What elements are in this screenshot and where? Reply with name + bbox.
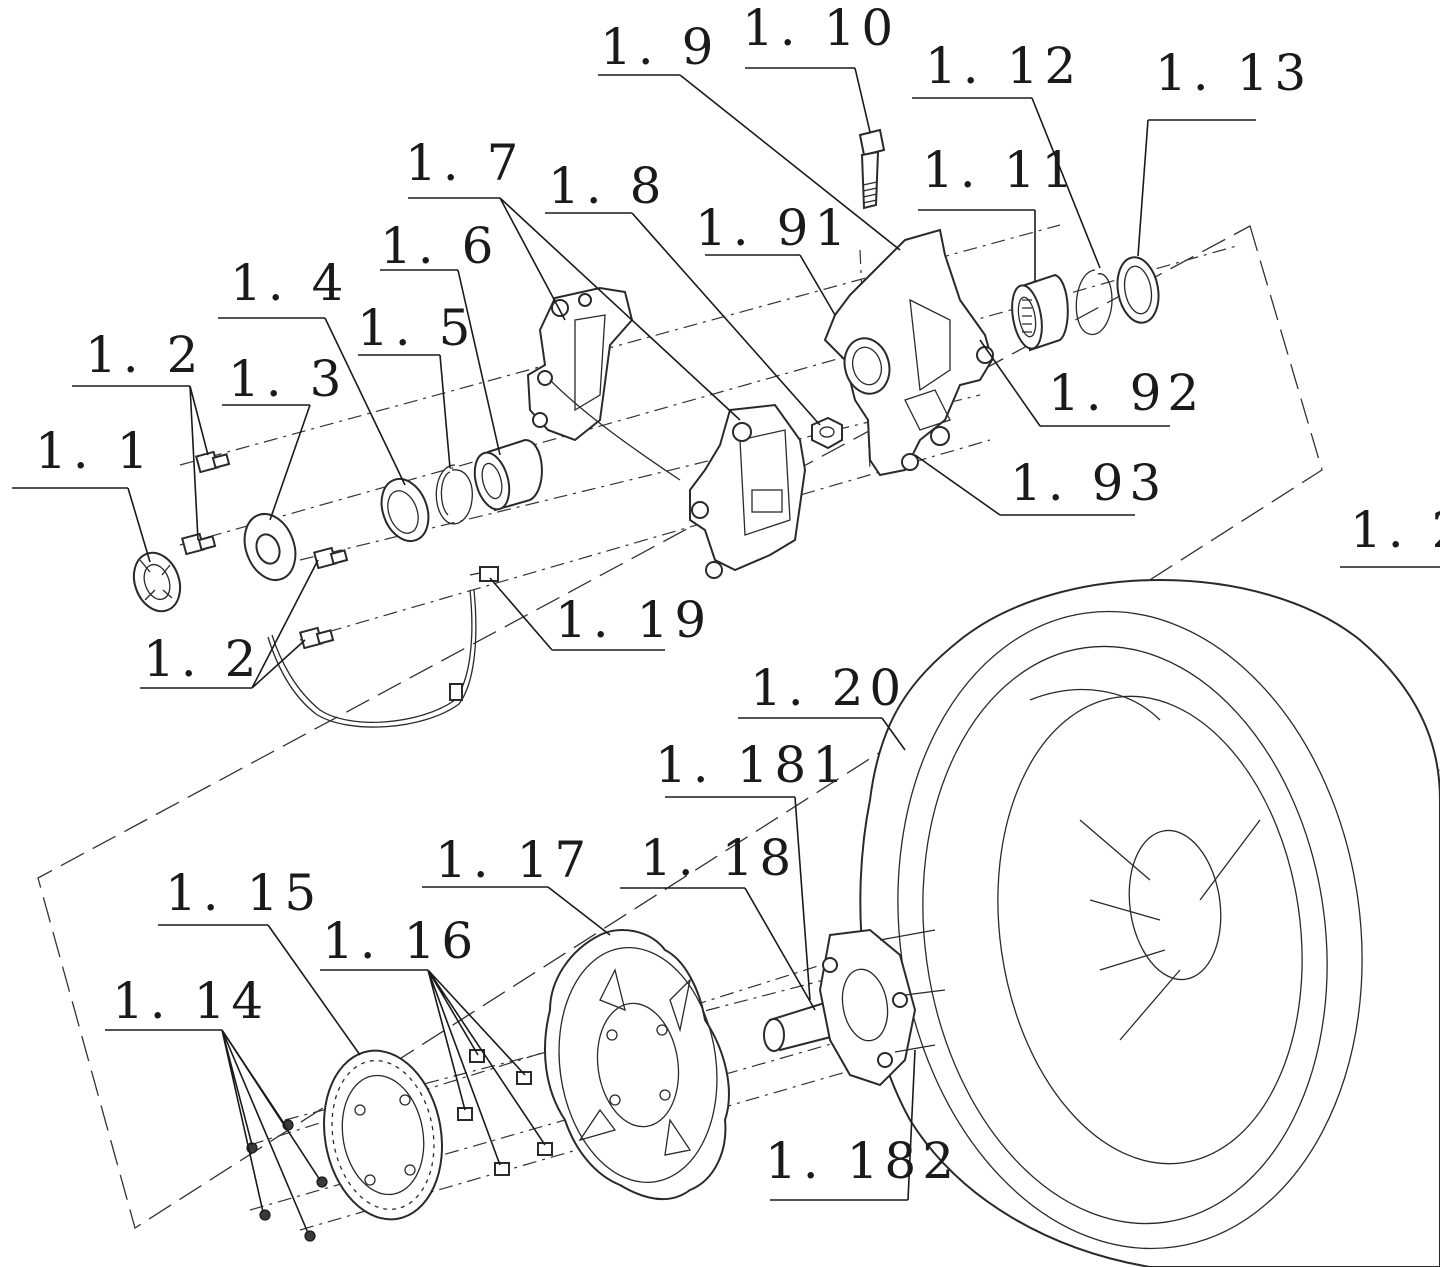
brake-disc xyxy=(544,929,730,1201)
seal-ring xyxy=(1116,256,1160,324)
leader-lines xyxy=(12,67,1440,1234)
label-1-17: 1. 17 xyxy=(435,831,592,889)
brake-caliper xyxy=(689,403,807,579)
lock-nut xyxy=(132,551,182,613)
label-1-2-bottom: 1. 2 xyxy=(143,630,262,688)
washer xyxy=(243,513,297,581)
needle-bearing xyxy=(1011,273,1069,352)
label-1-2-top: 1. 2 xyxy=(85,326,204,384)
label-1-93: 1. 93 xyxy=(1010,454,1167,512)
label-1-21: 1. 21 xyxy=(1350,501,1440,559)
label-1-15: 1. 15 xyxy=(165,864,322,922)
oil-seal xyxy=(380,478,430,542)
hex-nut xyxy=(811,416,843,450)
label-1-8: 1. 8 xyxy=(548,157,667,215)
abs-sensor-cable xyxy=(267,379,681,728)
axle-bolt xyxy=(858,128,886,210)
label-1-4: 1. 4 xyxy=(230,254,349,312)
label-1-14: 1. 14 xyxy=(112,972,269,1030)
label-1-13: 1. 13 xyxy=(1155,44,1312,102)
label-1-12: 1. 12 xyxy=(925,37,1082,95)
label-1-16: 1. 16 xyxy=(322,912,479,970)
upper-group-boundary xyxy=(37,225,1323,1230)
label-1-9: 1. 9 xyxy=(600,18,719,76)
bolt xyxy=(313,546,349,570)
label-1-1: 1. 1 xyxy=(35,422,154,480)
label-1-182: 1. 182 xyxy=(765,1132,960,1190)
axis-line xyxy=(299,439,991,641)
circlip xyxy=(435,464,473,525)
label-1-91: 1. 91 xyxy=(695,199,852,257)
brake-disc-bolts xyxy=(457,1049,553,1176)
label-1-7: 1. 7 xyxy=(405,134,524,192)
axis-line xyxy=(249,769,1440,1146)
steering-knuckle xyxy=(823,228,994,477)
abs-tone-ring xyxy=(323,1049,443,1221)
label-1-19: 1. 19 xyxy=(555,591,712,649)
wheel-hub xyxy=(763,928,946,1087)
label-1-18: 1. 18 xyxy=(640,829,797,887)
label-1-11: 1. 11 xyxy=(922,141,1079,199)
bolt xyxy=(299,626,335,650)
tire-and-wheel xyxy=(859,579,1440,1267)
bolt xyxy=(195,450,231,474)
label-1-92: 1. 92 xyxy=(1048,364,1205,422)
part-labels: 1. 1 1. 2 1. 3 1. 4 1. 5 1. 6 1. 7 1. 8 … xyxy=(35,0,1440,1190)
label-1-20: 1. 20 xyxy=(750,659,907,717)
bearing-circlip xyxy=(1075,269,1113,335)
label-1-3: 1. 3 xyxy=(228,350,347,408)
label-1-5: 1. 5 xyxy=(357,299,476,357)
label-1-6: 1. 6 xyxy=(380,217,499,275)
label-1-181: 1. 181 xyxy=(655,736,850,794)
abs-ring-bolts xyxy=(246,1119,328,1242)
caliper-bracket xyxy=(526,286,634,442)
bolt xyxy=(181,532,217,556)
label-1-10: 1. 10 xyxy=(742,0,899,57)
bearing-sleeve xyxy=(473,438,543,512)
axis-line xyxy=(179,244,1241,546)
